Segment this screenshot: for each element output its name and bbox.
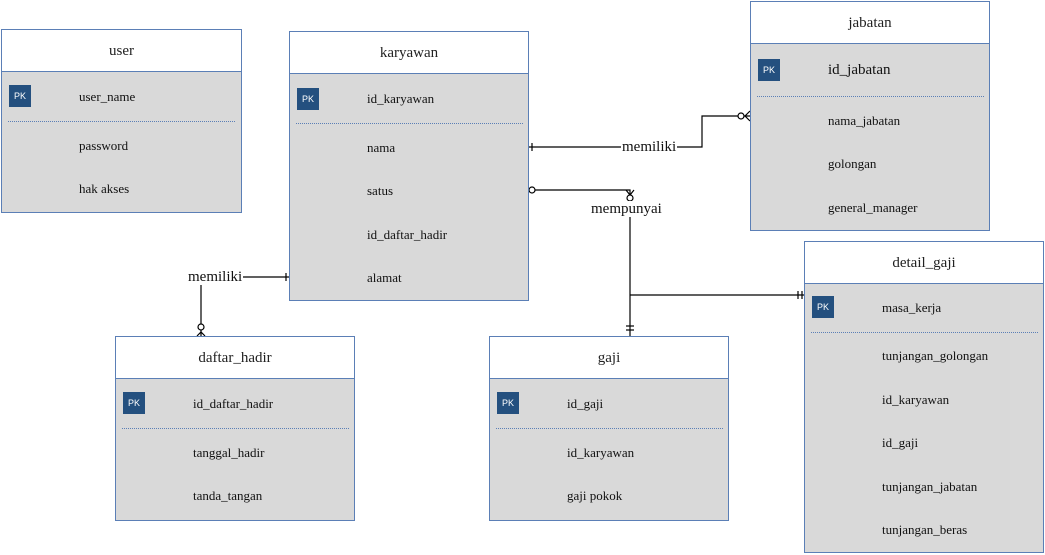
pk-attribute: masa_kerja — [882, 300, 942, 315]
entity-user[interactable]: user PK user_name password hak akses — [1, 29, 242, 213]
attribute: nama_jabatan — [828, 113, 901, 128]
attribute: golongan — [828, 156, 877, 171]
attribute: id_karyawan — [567, 445, 635, 460]
entity-title: karyawan — [290, 32, 528, 74]
pk-badge: PK — [812, 296, 834, 318]
entity-daftar-hadir[interactable]: daftar_hadir PK id_daftar_hadir tanggal_… — [115, 336, 355, 521]
pk-badge: PK — [758, 59, 780, 81]
entity-gaji[interactable]: gaji PK id_gaji id_karyawan gaji pokok — [489, 336, 729, 521]
attribute: hak akses — [79, 181, 130, 196]
pk-badge: PK — [9, 85, 31, 107]
attribute: gaji pokok — [567, 488, 623, 503]
pk-attribute: id_daftar_hadir — [193, 396, 274, 411]
entity-title: detail_gaji — [805, 242, 1043, 284]
pk-badge: PK — [123, 392, 145, 414]
separator — [757, 96, 984, 97]
crow-zero-daftar-hadir — [197, 323, 205, 331]
pk-badge: PK — [297, 88, 319, 110]
attribute: nama — [367, 140, 396, 155]
entity-title: daftar_hadir — [116, 337, 354, 379]
entity-detail-gaji[interactable]: detail_gaji PK masa_kerja tunjangan_golo… — [804, 241, 1044, 553]
attribute: general_manager — [828, 200, 918, 215]
separator — [296, 123, 523, 124]
relationship-label-memiliki-hadir: memiliki — [187, 269, 244, 285]
relationship-label-mempunyai: mempunyai — [590, 201, 663, 217]
relationship-label-memiliki-jabatan: memiliki — [621, 139, 678, 155]
attribute: tanggal_hadir — [193, 445, 265, 460]
separator — [122, 428, 349, 429]
crow-zero-jabatan — [737, 112, 745, 120]
edge-karyawan-mempunyai — [522, 189, 631, 336]
attribute: alamat — [367, 270, 402, 285]
entity-title: user — [2, 30, 241, 72]
pk-badge: PK — [497, 392, 519, 414]
entity-title: gaji — [490, 337, 728, 379]
edge-karyawan-jabatan — [522, 115, 750, 148]
crow-zero-karyawan-satus — [528, 186, 536, 194]
pk-attribute: id_karyawan — [367, 91, 435, 106]
pk-attribute: id_jabatan — [828, 62, 891, 78]
pk-attribute: id_gaji — [567, 396, 604, 411]
attribute: tunjangan_golongan — [882, 348, 989, 363]
attribute: tanda_tangan — [193, 488, 263, 503]
entity-title: jabatan — [751, 2, 989, 44]
entity-karyawan[interactable]: karyawan PK id_karyawan nama satus id_da… — [289, 31, 529, 301]
attribute: id_daftar_hadir — [367, 227, 448, 242]
attribute: id_karyawan — [882, 392, 950, 407]
attribute: tunjangan_beras — [882, 522, 968, 537]
attribute: id_gaji — [882, 435, 919, 450]
attribute: satus — [367, 183, 393, 198]
pk-attribute: user_name — [79, 89, 136, 104]
crow-many-jabatan — [744, 110, 751, 122]
edge-karyawan-daftar-hadir — [200, 276, 290, 336]
entity-jabatan[interactable]: jabatan PK id_jabatan nama_jabatan golon… — [750, 1, 990, 231]
attribute: tunjangan_jabatan — [882, 479, 978, 494]
separator — [811, 332, 1038, 333]
separator — [8, 121, 235, 122]
separator — [496, 428, 723, 429]
crow-many-daftar-hadir — [196, 331, 206, 337]
attribute: password — [79, 138, 129, 153]
